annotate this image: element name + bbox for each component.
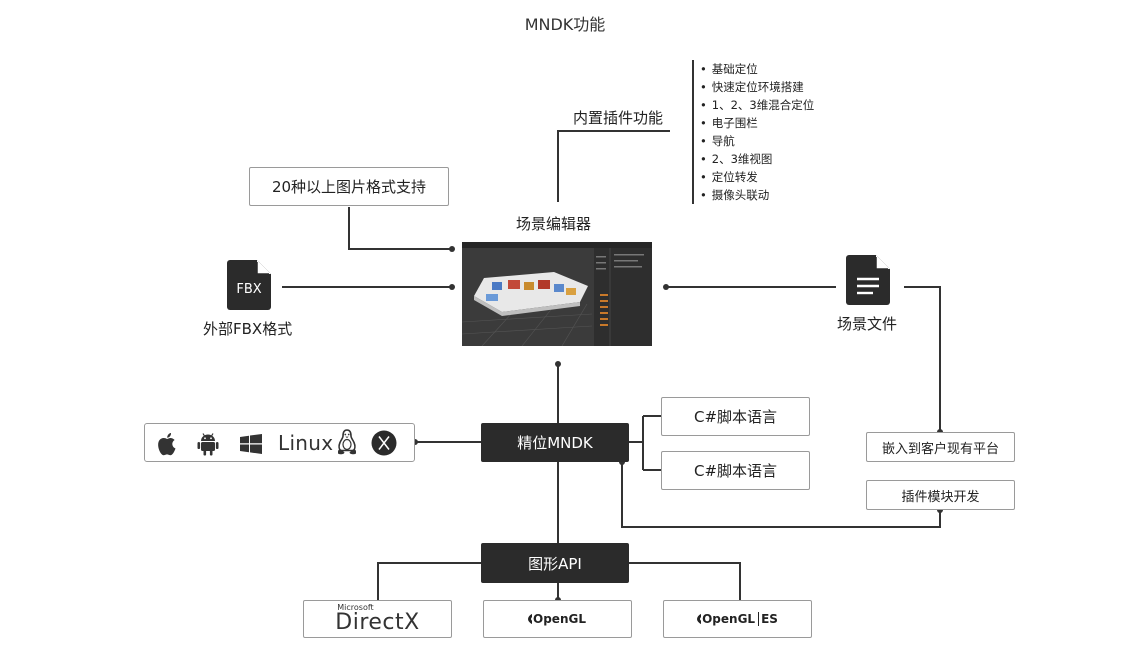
tux-icon (338, 429, 356, 455)
scene-file-label: 场景文件 (837, 315, 898, 333)
list-item: 电子围栏 (700, 114, 814, 132)
macos-x-icon (371, 430, 397, 456)
directx-microsoft-text: Microsoft (337, 603, 374, 612)
es-text: ES (758, 612, 778, 626)
opengl-es-logo: OpenGL ES (697, 612, 778, 626)
builtin-plugins-label: 内置插件功能 (573, 109, 664, 127)
linux-label: Linux (278, 431, 334, 455)
opengl-es-box: OpenGL ES (663, 600, 812, 638)
windows-icon (240, 434, 262, 454)
plugin-dev-box: 插件模块开发 (866, 480, 1015, 510)
opengl-es-text: OpenGL (701, 612, 757, 626)
script-language-box-2: C#脚本语言 (661, 451, 810, 490)
list-item: 1、2、3维混合定位 (700, 96, 814, 114)
list-item: 导航 (700, 132, 814, 150)
scene-editor-label: 场景编辑器 (516, 215, 592, 233)
list-item: 快速定位环境搭建 (700, 78, 814, 96)
script-language-box-1: C#脚本语言 (661, 397, 810, 436)
diagram-title: MNDK功能 (524, 15, 606, 34)
directx-box: Microsoft DirectX (303, 600, 452, 638)
platforms-box: Linux (144, 423, 415, 462)
list-item: 2、3维视图 (700, 150, 814, 168)
scene-editor-screenshot (462, 242, 652, 346)
apple-icon (158, 433, 176, 456)
list-item: 摄像头联动 (700, 186, 814, 204)
fbx-file-icon: FBX (227, 260, 271, 310)
list-item: 基础定位 (700, 60, 814, 78)
graphics-api-box: 图形API (481, 543, 629, 583)
opengl-box: OpenGL (483, 600, 632, 638)
image-formats-box: 20种以上图片格式支持 (249, 167, 449, 206)
embed-platform-box: 嵌入到客户现有平台 (866, 432, 1015, 462)
android-icon (197, 433, 219, 456)
opengl-text: OpenGL (532, 612, 587, 626)
directx-logo: Microsoft DirectX (335, 604, 419, 634)
fbx-icon-text: FBX (236, 282, 261, 297)
fbx-label: 外部FBX格式 (203, 320, 293, 338)
scene-file-icon (846, 255, 890, 305)
opengl-logo: OpenGL (528, 612, 587, 626)
list-item: 定位转发 (700, 168, 814, 186)
directx-text: DirectX (335, 610, 420, 635)
core-mndk-box: 精位MNDK (481, 423, 629, 462)
builtin-plugins-list: 基础定位 快速定位环境搭建 1、2、3维混合定位 电子围栏 导航 2、3维视图 … (692, 60, 814, 204)
